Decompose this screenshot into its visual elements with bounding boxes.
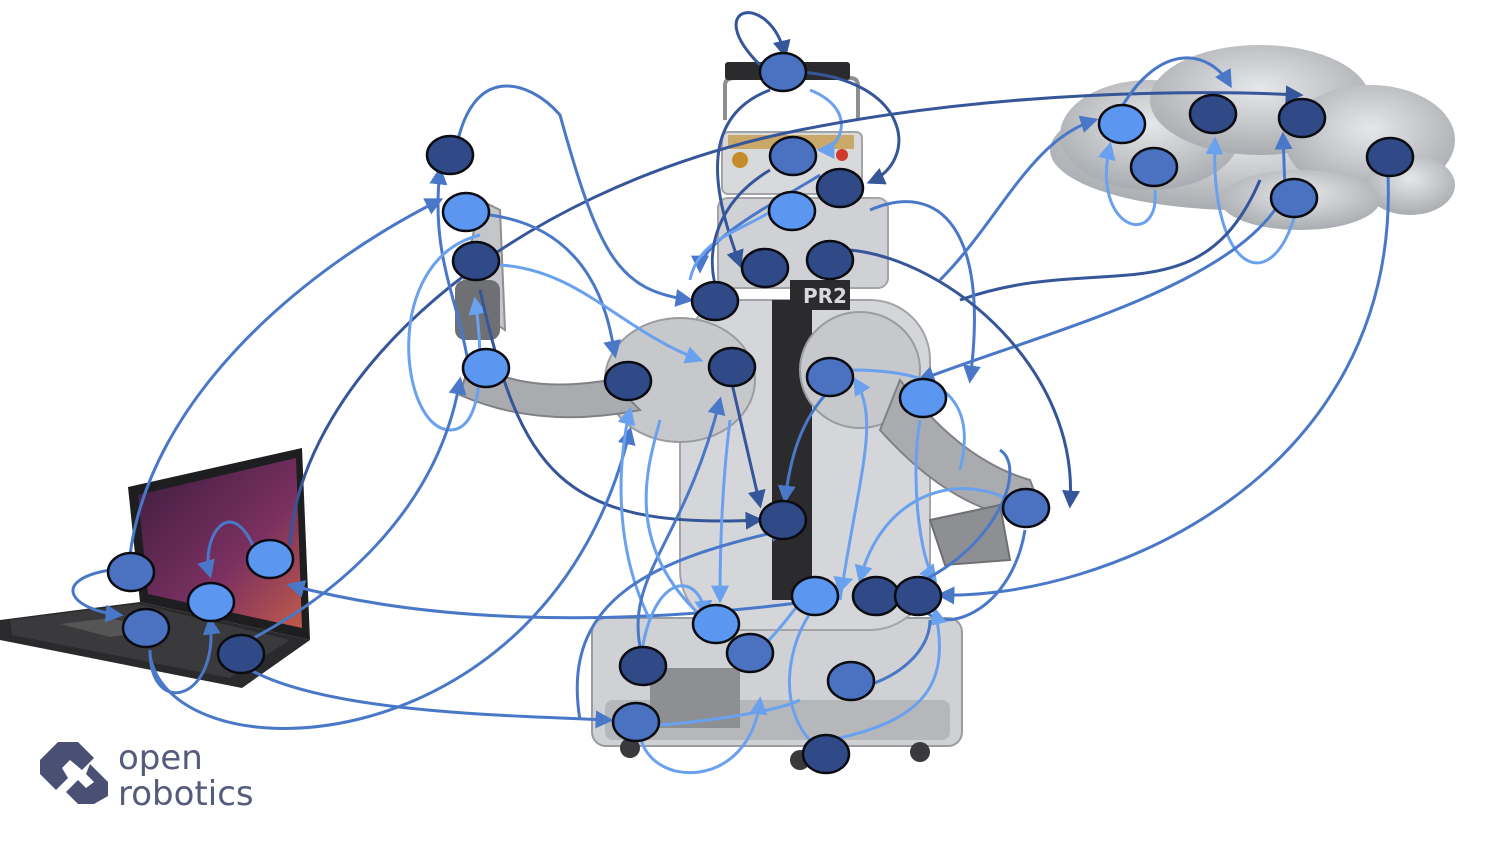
edge xyxy=(234,658,614,729)
graph-node[interactable] xyxy=(691,603,741,645)
graph-node[interactable] xyxy=(106,551,156,593)
edge xyxy=(453,84,694,307)
graph-node[interactable] xyxy=(815,167,865,209)
edge xyxy=(854,487,1011,584)
graph-node[interactable] xyxy=(851,575,901,617)
edge xyxy=(128,198,444,556)
graph-node[interactable] xyxy=(725,632,775,674)
edge xyxy=(638,696,768,775)
edge xyxy=(1097,141,1157,227)
graph-node[interactable] xyxy=(805,356,855,398)
edge xyxy=(691,173,821,274)
graph-node[interactable] xyxy=(121,607,171,649)
edge xyxy=(799,70,901,185)
graph-node[interactable] xyxy=(893,575,943,617)
edge xyxy=(1205,136,1297,265)
graph-node[interactable] xyxy=(1269,177,1319,219)
edge xyxy=(71,568,124,623)
graph-node[interactable] xyxy=(425,134,475,176)
graph-node[interactable] xyxy=(758,499,808,541)
edge xyxy=(936,174,1390,605)
edge xyxy=(728,374,766,509)
edge xyxy=(716,88,771,269)
graph-node[interactable] xyxy=(245,538,295,580)
graph-node[interactable] xyxy=(1001,487,1051,529)
graph-node[interactable] xyxy=(1277,97,1327,139)
open-robotics-logo: open robotics xyxy=(38,738,298,814)
graph-node[interactable] xyxy=(690,280,740,322)
edge xyxy=(869,200,981,384)
edge xyxy=(288,85,1304,546)
edge xyxy=(617,406,652,621)
edge xyxy=(914,419,938,583)
graph-node[interactable] xyxy=(768,135,818,177)
graph-node[interactable] xyxy=(1129,146,1179,188)
edge xyxy=(148,426,636,730)
graph-node[interactable] xyxy=(461,347,511,389)
robot-label: PR2 xyxy=(803,284,847,308)
edge xyxy=(829,606,947,742)
graph-node[interactable] xyxy=(618,645,668,687)
graph-node[interactable] xyxy=(740,247,790,289)
edge xyxy=(1118,56,1232,111)
graph-node[interactable] xyxy=(707,346,757,388)
graph-node[interactable] xyxy=(758,51,808,93)
edge xyxy=(499,263,704,364)
edge xyxy=(636,396,726,681)
graph-node[interactable] xyxy=(767,190,817,232)
edge xyxy=(638,584,713,666)
edge xyxy=(838,376,871,601)
edge xyxy=(489,213,622,359)
edge xyxy=(809,88,843,159)
edge xyxy=(777,388,832,504)
graph-node[interactable] xyxy=(1097,103,1147,145)
edge xyxy=(938,115,1099,282)
graph-node[interactable] xyxy=(216,633,266,675)
edge xyxy=(148,616,221,695)
edge xyxy=(849,248,1081,509)
graph-node[interactable] xyxy=(1188,93,1238,135)
graph-node[interactable] xyxy=(801,733,851,775)
graph-node[interactable] xyxy=(805,239,855,281)
graph-node[interactable] xyxy=(186,581,236,623)
graph-node[interactable] xyxy=(611,701,661,743)
edge xyxy=(711,419,732,604)
logo-text-line2: robotics xyxy=(118,774,254,814)
graph-node[interactable] xyxy=(603,360,653,402)
edge xyxy=(197,520,257,579)
edge xyxy=(959,179,1262,302)
edge xyxy=(239,376,467,647)
nodes xyxy=(106,51,1415,775)
edge xyxy=(916,179,1292,384)
graph-node[interactable] xyxy=(1365,136,1415,178)
open-robotics-logo-icon xyxy=(40,742,108,804)
graph-node[interactable] xyxy=(826,660,876,702)
graph-node[interactable] xyxy=(898,377,948,419)
edge xyxy=(575,524,789,721)
edge xyxy=(734,11,791,67)
graph-node[interactable] xyxy=(441,191,491,233)
graph-node[interactable] xyxy=(790,575,840,617)
logo-text-line1: open xyxy=(118,738,203,778)
graph-node[interactable] xyxy=(451,240,501,282)
edge xyxy=(899,448,1012,592)
